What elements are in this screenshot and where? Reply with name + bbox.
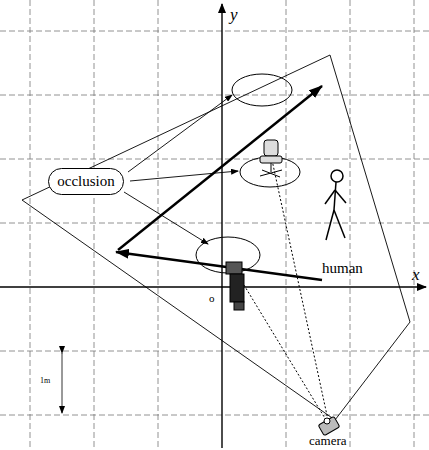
map-label: human xyxy=(322,261,363,276)
occlusion-region xyxy=(240,157,300,187)
map-label: y xyxy=(230,6,238,23)
map-label: 1m xyxy=(40,377,50,385)
path-arrow xyxy=(116,252,322,280)
leader-lines xyxy=(124,95,238,244)
scale-marker xyxy=(62,353,63,413)
x-axis xyxy=(0,286,426,287)
callout-text: occlusion xyxy=(57,173,115,190)
map-label: o xyxy=(209,293,215,304)
callout-box: occlusion xyxy=(48,168,124,195)
occlusion-region xyxy=(232,74,292,106)
camera-sight-lines xyxy=(230,160,328,420)
map-label: camera xyxy=(309,434,347,447)
camera-icon xyxy=(318,416,340,435)
field-of-view xyxy=(22,55,410,420)
chair-icon xyxy=(260,140,282,177)
human-figure xyxy=(325,170,346,240)
path-arrow xyxy=(118,86,322,250)
map-label: x xyxy=(412,266,420,283)
robot-icon xyxy=(226,262,244,310)
y-axis xyxy=(221,4,222,448)
